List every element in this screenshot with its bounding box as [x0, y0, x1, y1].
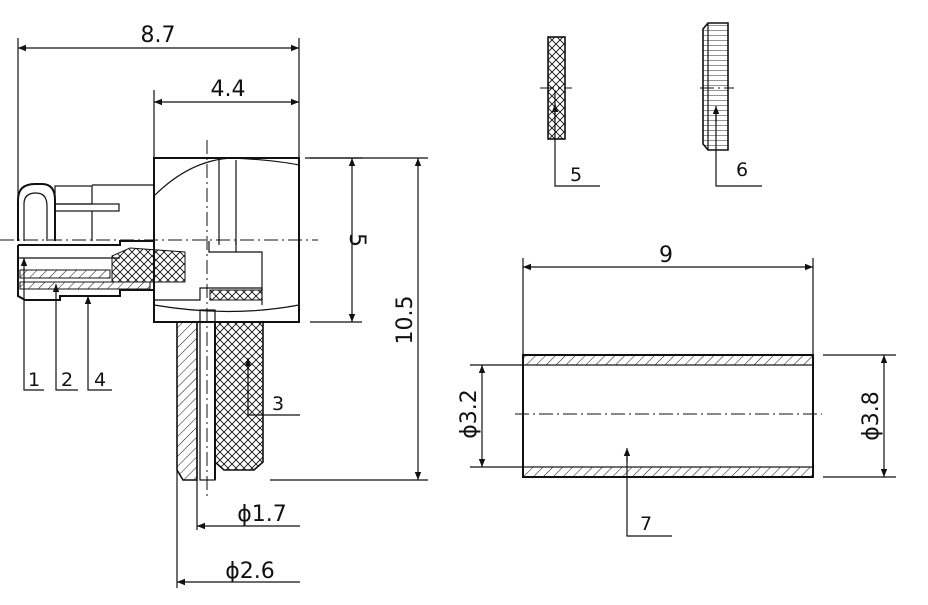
dimension-text-10-5: 10.5 — [393, 296, 418, 345]
callout-label-4: 4 — [94, 369, 106, 391]
callout-label-7: 7 — [640, 513, 652, 535]
dimension-body-diameter: ϕ2.6 — [176, 470, 300, 588]
dimension-pin-diameter: ϕ1.7 — [196, 480, 300, 530]
dimension-text-phi-2-6: ϕ2.6 — [225, 559, 275, 584]
dimension-text-5: 5 — [344, 233, 369, 247]
part-5-washer: 5 — [540, 36, 600, 187]
callout-3: 3 — [244, 358, 300, 416]
dimension-text-phi-3-2: ϕ3.2 — [457, 389, 482, 439]
dimension-head-height: 5 — [310, 157, 369, 323]
dimension-sleeve-outer-diameter: ϕ3.8 — [823, 354, 896, 478]
dimension-text-9: 9 — [659, 243, 673, 268]
dimension-sleeve-inner-diameter: ϕ3.2 — [457, 364, 523, 468]
part-7-sleeve: 7 — [515, 354, 822, 537]
callout-label-5: 5 — [570, 164, 582, 186]
dimension-head-width: 4.4 — [153, 77, 299, 158]
dimension-text-8-7: 8.7 — [141, 23, 176, 48]
part-6-nut: 6 — [700, 22, 762, 187]
callout-label-1: 1 — [28, 369, 40, 391]
dimension-sleeve-length: 9 — [522, 243, 814, 355]
callout-label-2: 2 — [61, 369, 73, 391]
callout-label-6: 6 — [736, 159, 748, 181]
dimension-overall-width: 8.7 — [17, 23, 300, 240]
callout-2: 2 — [52, 284, 78, 391]
callout-label-3: 3 — [272, 393, 284, 415]
dimension-text-4-4: 4.4 — [211, 77, 246, 102]
connector-body — [0, 140, 318, 500]
dimension-text-phi-1-7: ϕ1.7 — [237, 502, 287, 527]
dimension-overall-height: 10.5 — [270, 157, 428, 481]
callout-4: 4 — [84, 296, 112, 391]
callout-1: 1 — [20, 258, 44, 391]
dimension-text-phi-3-8: ϕ3.8 — [859, 391, 884, 441]
